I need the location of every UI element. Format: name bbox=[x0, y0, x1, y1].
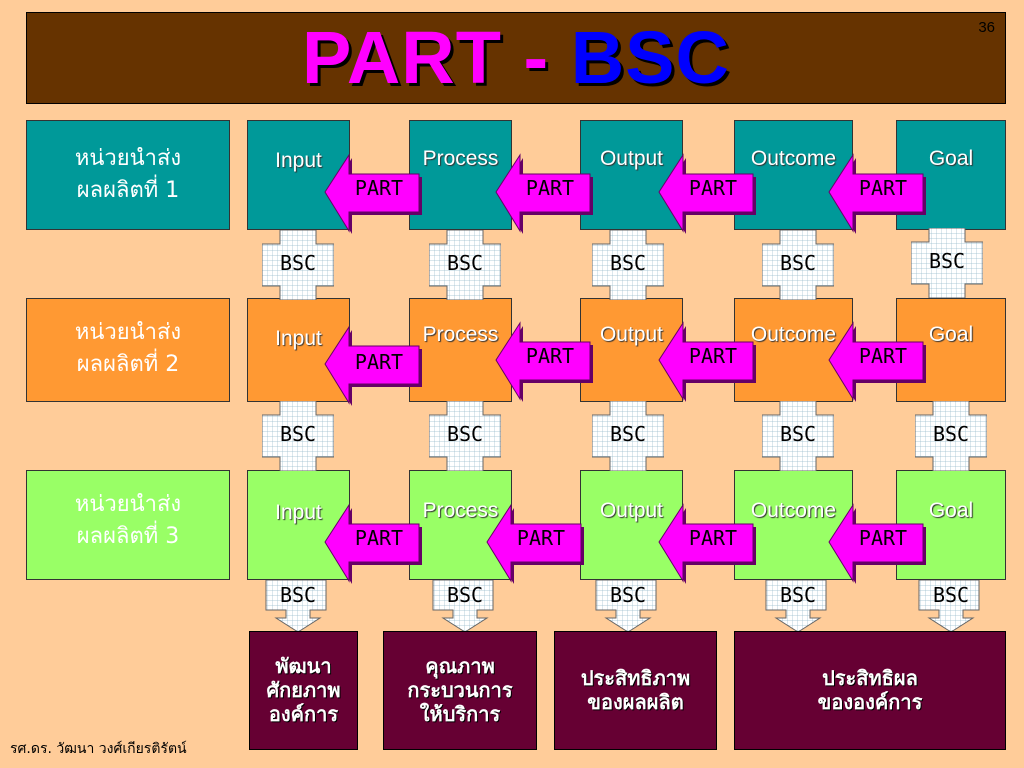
result-box-capability: พัฒนา ศักยภาพ องค์การ bbox=[249, 631, 358, 750]
bsc-arrow: BSC bbox=[592, 230, 664, 300]
part-label: PART bbox=[354, 526, 404, 550]
part-arrow: PART bbox=[826, 152, 926, 236]
part-arrow: PART bbox=[493, 320, 593, 404]
bsc-arrow: BSC bbox=[762, 230, 834, 300]
result-line: กระบวนการ bbox=[407, 678, 513, 702]
part-label: PART bbox=[525, 344, 575, 368]
result-box-output-efficiency: ประสิทธิภาพ ของผลผลิต bbox=[554, 631, 717, 750]
part-arrow: PART bbox=[484, 502, 584, 586]
result-line: ประสิทธิภาพ bbox=[580, 666, 691, 690]
bsc-label: BSC bbox=[609, 583, 647, 607]
result-line: ของผลผลิต bbox=[587, 690, 684, 714]
bsc-arrow: BSC bbox=[429, 401, 501, 471]
bsc-down-arrow: BSC bbox=[429, 580, 501, 632]
part-label: PART bbox=[354, 176, 404, 200]
bsc-down-arrow: BSC bbox=[592, 580, 664, 632]
bsc-label: BSC bbox=[446, 422, 484, 446]
bsc-arrow: BSC bbox=[429, 230, 501, 300]
part-label: PART bbox=[688, 526, 738, 550]
part-arrow: PART bbox=[493, 152, 593, 236]
row1-stage-output: Output bbox=[580, 120, 683, 230]
page-title: PART - BSC bbox=[27, 13, 1005, 103]
result-box-service-quality: คุณภาพ กระบวนการ ให้บริการ bbox=[383, 631, 537, 750]
bsc-label: BSC bbox=[446, 251, 484, 275]
part-arrow: PART bbox=[656, 320, 756, 404]
row2-stage-process: Process bbox=[409, 298, 512, 402]
result-line: คุณภาพ bbox=[425, 654, 495, 678]
bsc-label: BSC bbox=[279, 251, 317, 275]
bsc-arrow: BSC bbox=[911, 228, 983, 298]
bsc-label: BSC bbox=[779, 422, 817, 446]
bsc-down-arrow: BSC bbox=[762, 580, 834, 632]
part-arrow: PART bbox=[322, 152, 422, 236]
part-arrow: PART bbox=[656, 502, 756, 586]
row-label-1-line2: ผลผลิตที่ 1 bbox=[76, 178, 180, 203]
bsc-arrow: BSC bbox=[915, 401, 987, 471]
part-label: PART bbox=[688, 344, 738, 368]
bsc-label: BSC bbox=[779, 251, 817, 275]
row-label-3-line1: หน่วยนำส่ง bbox=[74, 492, 182, 517]
row3-stage-output: Output bbox=[580, 470, 683, 580]
part-arrow: PART bbox=[656, 152, 756, 236]
result-line: ขององค์การ bbox=[817, 690, 923, 714]
bsc-down-arrow: BSC bbox=[262, 580, 334, 632]
bsc-label: BSC bbox=[279, 583, 317, 607]
bsc-arrow: BSC bbox=[262, 401, 334, 471]
bsc-label: BSC bbox=[932, 422, 970, 446]
row1-stage-input: Input bbox=[247, 120, 350, 230]
result-box-org-effectiveness: ประสิทธิผล ขององค์การ bbox=[734, 631, 1006, 750]
part-label: PART bbox=[525, 176, 575, 200]
part-label: PART bbox=[516, 526, 566, 550]
row-label-2-line2: ผลผลิตที่ 2 bbox=[76, 352, 180, 377]
bsc-label: BSC bbox=[609, 422, 647, 446]
bsc-label: BSC bbox=[446, 583, 484, 607]
row-label-3: หน่วยนำส่ง ผลผลิตที่ 3 bbox=[26, 470, 230, 580]
title-part: PART bbox=[302, 16, 502, 99]
author-footer: รศ.ดร. วัฒนา วงศ์เกียรติรัตน์ bbox=[10, 741, 187, 757]
part-label: PART bbox=[354, 350, 404, 374]
bsc-down-arrow: BSC bbox=[915, 580, 987, 632]
result-line: ประสิทธิผล bbox=[822, 666, 918, 690]
title-dash: - bbox=[523, 16, 550, 99]
part-arrow: PART bbox=[322, 324, 422, 408]
part-label: PART bbox=[858, 526, 908, 550]
result-line: ศักยภาพ bbox=[266, 678, 341, 702]
bsc-arrow: BSC bbox=[592, 401, 664, 471]
row-label-1: หน่วยนำส่ง ผลผลิตที่ 1 bbox=[26, 120, 230, 230]
result-line: พัฒนา bbox=[275, 654, 332, 678]
result-line: ให้บริการ bbox=[419, 702, 501, 726]
slide-number: 36 bbox=[978, 19, 995, 36]
bsc-label: BSC bbox=[928, 249, 966, 273]
part-arrow: PART bbox=[826, 320, 926, 404]
bsc-label: BSC bbox=[779, 583, 817, 607]
row-label-2-line1: หน่วยนำส่ง bbox=[74, 320, 182, 345]
title-bsc: BSC bbox=[570, 16, 730, 99]
part-label: PART bbox=[858, 176, 908, 200]
bsc-label: BSC bbox=[279, 422, 317, 446]
row-label-2: หน่วยนำส่ง ผลผลิตที่ 2 bbox=[26, 298, 230, 402]
row3-stage-input: Input bbox=[247, 470, 350, 580]
bsc-arrow: BSC bbox=[762, 401, 834, 471]
row-label-1-line1: หน่วยนำส่ง bbox=[74, 146, 182, 171]
bsc-label: BSC bbox=[932, 583, 970, 607]
result-line: องค์การ bbox=[268, 702, 339, 726]
part-label: PART bbox=[858, 344, 908, 368]
bsc-arrow: BSC bbox=[262, 230, 334, 300]
bsc-label: BSC bbox=[609, 251, 647, 275]
row3-stage-outcome: Outcome bbox=[734, 470, 853, 580]
title-bar: PART - BSC 36 bbox=[26, 12, 1006, 104]
part-arrow: PART bbox=[322, 502, 422, 586]
part-label: PART bbox=[688, 176, 738, 200]
row-label-3-line2: ผลผลิตที่ 3 bbox=[76, 524, 180, 549]
part-arrow: PART bbox=[826, 502, 926, 586]
